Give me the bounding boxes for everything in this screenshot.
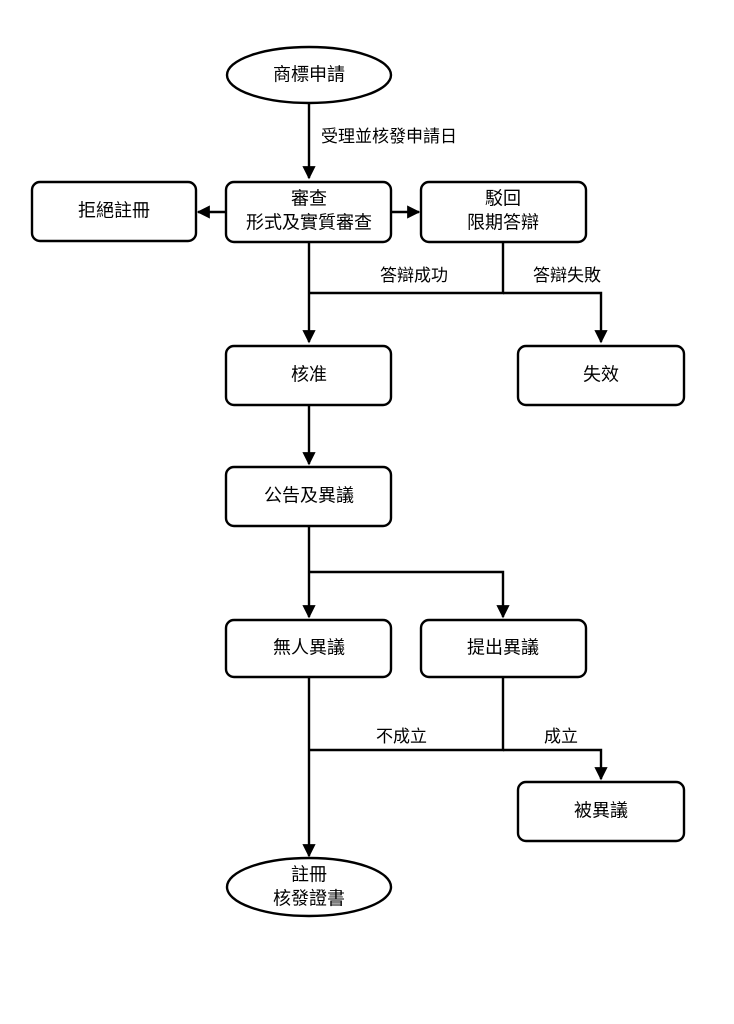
node-refuse-registration: 拒絕註冊 (30, 180, 198, 243)
label-established: 成立 (544, 727, 578, 747)
node-registration-certificate: 註冊 核發證書 (225, 856, 393, 918)
svg-text:商標申請: 商標申請 (273, 65, 345, 86)
svg-text:失效: 失效 (583, 365, 619, 386)
edge-announce-objection (309, 570, 510, 619)
svg-text:無人異議: 無人異議 (273, 638, 345, 659)
svg-text:形式及實質審查: 形式及實質審查 (246, 213, 372, 234)
node-publication-opposition: 公告及異議 (224, 465, 393, 528)
svg-text:限期答辯: 限期答辯 (467, 213, 539, 234)
svg-text:核發證書: 核發證書 (273, 889, 345, 910)
node-examination: 審查 形式及實質審查 (224, 180, 393, 244)
label-rebut-success: 答辯成功 (380, 266, 448, 286)
label-not-established: 不成立 (376, 727, 427, 747)
svg-text:駁回: 駁回 (485, 189, 521, 210)
svg-text:審查: 審查 (291, 189, 327, 210)
label-rebut-fail: 答辯失敗 (533, 266, 601, 286)
edges (196, 103, 608, 858)
svg-text:被異議: 被異議 (574, 801, 628, 822)
edge-rebuttal-fail (503, 291, 608, 344)
svg-text:註冊: 註冊 (291, 865, 327, 886)
nodes: 商標申請 審查 形式及實質審查 拒絕註冊 駁回 限期答辯 核准 失效 公告及異議 (30, 45, 686, 918)
node-trademark-application: 商標申請 (225, 45, 393, 105)
node-approval: 核准 (224, 344, 393, 407)
edge-labels: 受理並核發申請日 答辯成功 答辯失敗 不成立 成立 (321, 127, 601, 747)
node-no-opposition: 無人異議 (224, 618, 393, 679)
node-lapse: 失效 (516, 344, 686, 407)
edge-objection-established (503, 748, 608, 781)
node-opposed: 被異議 (516, 780, 686, 843)
svg-text:拒絕註冊: 拒絕註冊 (78, 201, 150, 222)
label-accept-date: 受理並核發申請日 (321, 127, 457, 147)
node-opposition-filed: 提出異議 (419, 618, 588, 679)
svg-text:公告及異議: 公告及異議 (264, 486, 354, 507)
node-rejection-reply: 駁回 限期答辯 (419, 180, 588, 244)
svg-text:核准: 核准 (291, 365, 327, 386)
svg-text:提出異議: 提出異議 (467, 638, 539, 659)
